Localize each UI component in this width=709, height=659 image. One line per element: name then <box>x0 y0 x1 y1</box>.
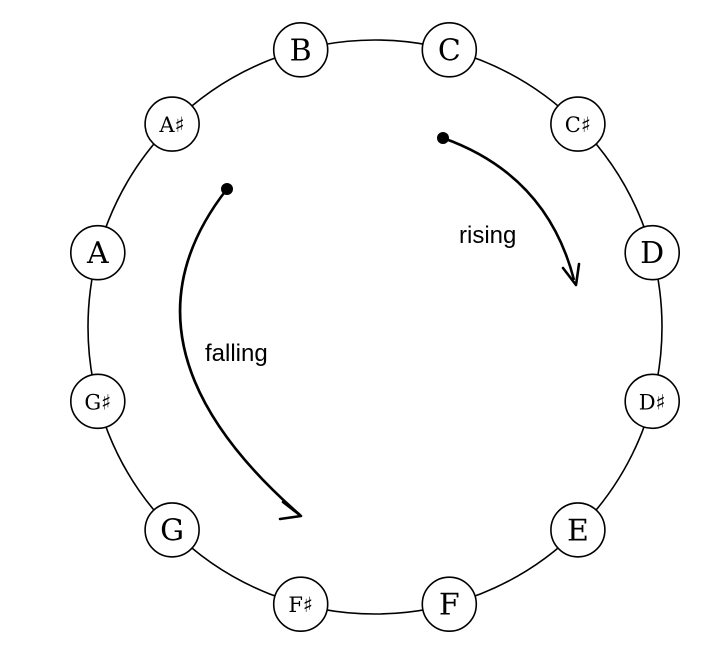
note-node-circle <box>624 373 681 430</box>
rising-arrow <box>437 132 581 287</box>
note-node-d-sharp: D♯ <box>624 373 681 430</box>
note-nodes: C C♯ D D♯ E F F♯ G G♯ A A♯ B <box>70 21 681 633</box>
note-node-circle <box>550 96 606 152</box>
note-node-circle <box>624 224 681 281</box>
note-node-circle <box>144 502 200 558</box>
note-label: C <box>438 33 461 68</box>
note-label: C♯ <box>565 113 591 137</box>
note-node-c: C <box>421 21 478 78</box>
rising-label: rising <box>459 222 517 249</box>
note-node-c-sharp: C♯ <box>550 96 606 152</box>
note-label: A <box>86 236 109 271</box>
note-node-b: B <box>272 21 329 78</box>
falling-arrow-head <box>278 500 303 521</box>
note-label: B <box>290 33 312 68</box>
note-label: F♯ <box>288 593 313 617</box>
rising-arrow-head <box>561 262 581 287</box>
note-label: G♯ <box>84 390 111 414</box>
note-label: A♯ <box>158 113 184 137</box>
note-node-circle <box>70 224 126 281</box>
falling-label: falling <box>205 340 268 367</box>
note-node-f: F <box>421 576 478 633</box>
note-node-a: A <box>70 224 126 281</box>
note-node-circle <box>550 502 606 558</box>
note-node-circle <box>421 576 478 633</box>
note-node-f-sharp: F♯ <box>272 576 329 633</box>
note-node-e: E <box>550 502 606 558</box>
note-node-d: D <box>624 224 681 281</box>
falling-arrow <box>178 183 303 521</box>
note-node-circle <box>272 576 329 633</box>
note-label: G <box>160 513 184 548</box>
rising-arrow-curve <box>442 136 576 281</box>
note-label: E <box>567 513 589 548</box>
falling-arrow-curve <box>178 188 301 516</box>
note-node-g-sharp: G♯ <box>70 373 126 430</box>
note-node-circle <box>144 96 200 152</box>
note-node-circle <box>421 21 478 78</box>
note-label: D♯ <box>639 390 666 414</box>
note-label: D <box>640 236 664 271</box>
falling-arrow-start-dot <box>221 183 233 195</box>
pitch-class-ring <box>87 39 663 615</box>
rising-arrow-start-dot <box>437 132 449 144</box>
note-node-circle <box>70 373 126 430</box>
note-node-circle <box>272 21 329 78</box>
note-node-a-sharp: A♯ <box>144 96 200 152</box>
note-label: F <box>439 588 460 623</box>
note-node-g: G <box>144 502 200 558</box>
